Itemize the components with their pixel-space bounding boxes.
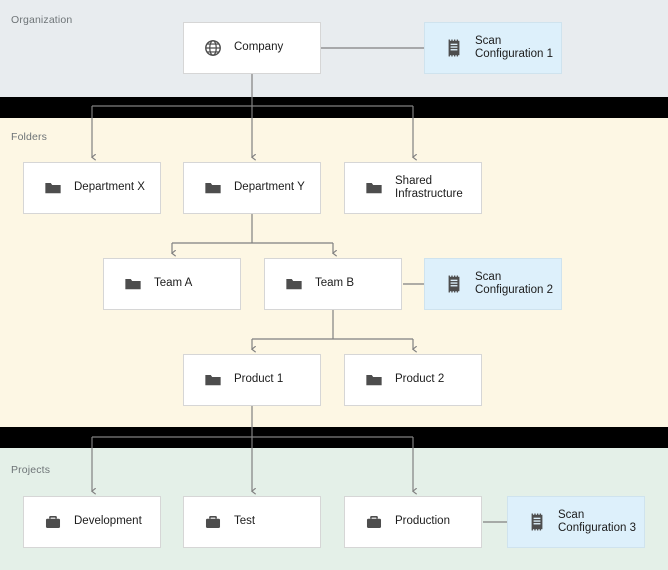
node-shared-infrastructure[interactable]: Shared Infrastructure bbox=[344, 162, 482, 214]
node-label: Scan Configuration 1 bbox=[475, 34, 553, 61]
node-label: Scan Configuration 3 bbox=[558, 508, 636, 535]
folder-icon bbox=[45, 183, 61, 194]
briefcase-icon bbox=[205, 516, 221, 528]
band-label-projects: Projects bbox=[11, 464, 51, 476]
band-label-folders: Folders bbox=[11, 131, 48, 143]
node-label: Scan Configuration 2 bbox=[475, 270, 553, 297]
node-label: Product 1 bbox=[234, 373, 284, 386]
node-production[interactable]: Production bbox=[344, 496, 482, 548]
globe-icon bbox=[205, 40, 221, 56]
node-scan-configuration-3[interactable]: Scan Configuration 3 bbox=[507, 496, 645, 548]
node-test[interactable]: Test bbox=[183, 496, 321, 548]
node-label: Test bbox=[234, 515, 256, 528]
node-label: Team B bbox=[315, 277, 354, 290]
briefcase-icon bbox=[366, 516, 382, 528]
scan-config-icon bbox=[448, 39, 460, 57]
folder-icon bbox=[125, 279, 141, 290]
band-label-organization: Organization bbox=[11, 14, 73, 26]
node-company[interactable]: Company bbox=[183, 22, 321, 74]
node-team-b[interactable]: Team B bbox=[264, 258, 402, 310]
node-label: Team A bbox=[154, 277, 193, 290]
node-label: Department X bbox=[74, 181, 145, 194]
briefcase-icon bbox=[45, 516, 61, 528]
folder-icon bbox=[366, 183, 382, 194]
node-label: Product 2 bbox=[395, 373, 445, 386]
node-label: Development bbox=[74, 515, 142, 528]
band-separator-1 bbox=[0, 97, 668, 118]
folder-icon bbox=[205, 183, 221, 194]
node-product-2[interactable]: Product 2 bbox=[344, 354, 482, 406]
node-team-a[interactable]: Team A bbox=[103, 258, 241, 310]
node-label: Company bbox=[234, 41, 284, 54]
node-scan-configuration-2[interactable]: Scan Configuration 2 bbox=[424, 258, 562, 310]
node-scan-configuration-1[interactable]: Scan Configuration 1 bbox=[424, 22, 562, 74]
folder-icon bbox=[286, 279, 302, 290]
folder-icon bbox=[366, 375, 382, 386]
node-development[interactable]: Development bbox=[23, 496, 161, 548]
scan-config-icon bbox=[448, 275, 460, 293]
node-label: Production bbox=[395, 515, 450, 528]
node-label: Department Y bbox=[234, 181, 305, 194]
folder-icon bbox=[205, 375, 221, 386]
node-product-1[interactable]: Product 1 bbox=[183, 354, 321, 406]
node-department-x[interactable]: Department X bbox=[23, 162, 161, 214]
scan-config-icon bbox=[531, 513, 543, 531]
node-department-y[interactable]: Department Y bbox=[183, 162, 321, 214]
node-label: Shared Infrastructure bbox=[395, 174, 463, 201]
